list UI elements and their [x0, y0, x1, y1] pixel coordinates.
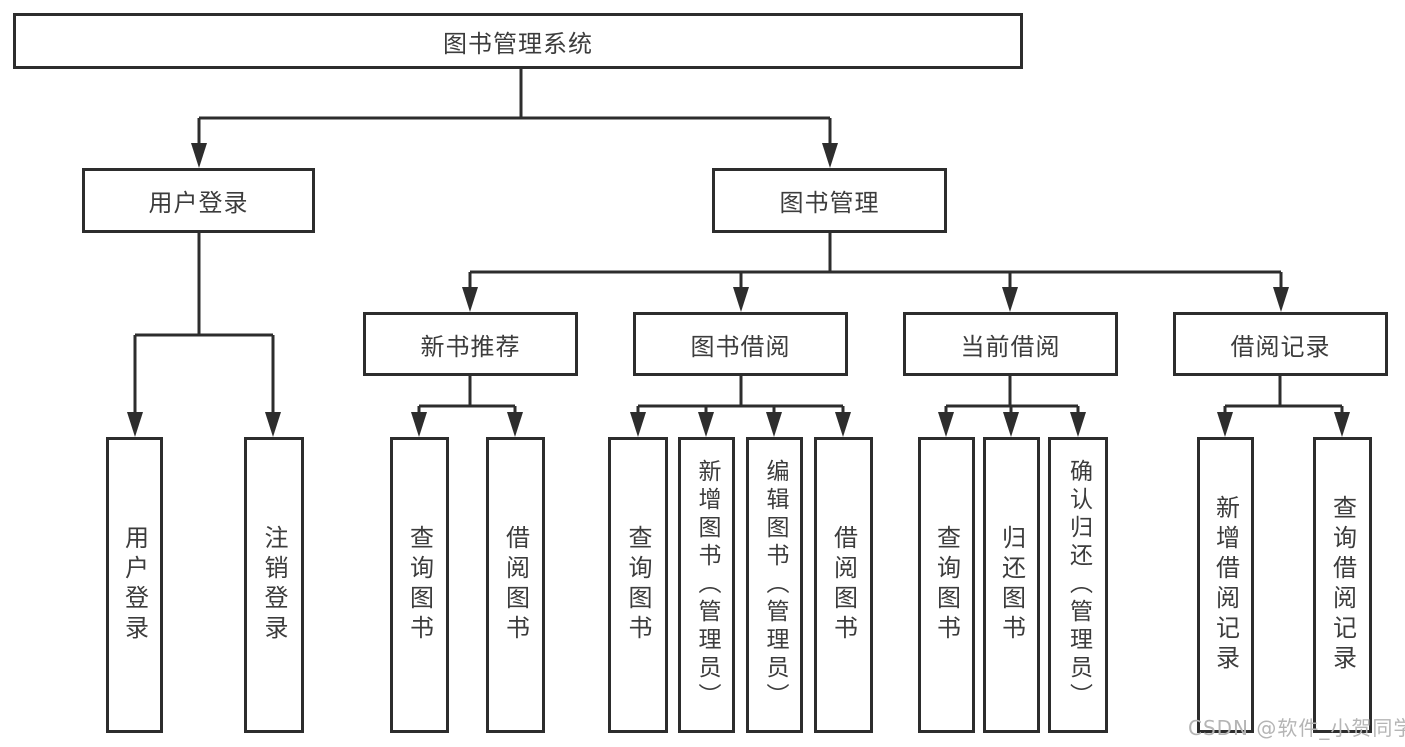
leaf-confirm-return-admin: 确认归还（管理员） [1048, 437, 1108, 733]
node-new-book-recommend: 新书推荐 [363, 312, 578, 376]
arrowhead-down-icon [733, 287, 749, 312]
node-label: 编辑图书（管理员） [762, 459, 788, 711]
node-label: 当前借阅 [960, 332, 1061, 361]
node-current-borrowing: 当前借阅 [903, 312, 1118, 376]
arrowhead-down-icon [630, 412, 646, 437]
node-book-borrowing: 图书借阅 [633, 312, 848, 376]
arrowhead-down-icon [507, 412, 523, 437]
node-label: 新增图书（管理员） [694, 459, 720, 711]
arrowhead-down-icon [127, 412, 143, 437]
arrowhead-down-icon [191, 143, 207, 168]
leaf-query-borrow-record: 查询借阅记录 [1313, 437, 1372, 733]
node-label: 借阅图书 [829, 525, 858, 645]
arrowhead-down-icon [1002, 287, 1018, 312]
arrowhead-down-icon [1217, 412, 1233, 437]
node-label: 用户登录 [120, 525, 149, 645]
node-borrowing-records: 借阅记录 [1173, 312, 1388, 376]
arrowhead-down-icon [822, 143, 838, 168]
arrowhead-down-icon [835, 412, 851, 437]
arrowhead-down-icon [411, 412, 427, 437]
node-label: 查询图书 [932, 525, 961, 645]
arrowhead-down-icon [1070, 412, 1086, 437]
node-label: 注销登录 [260, 525, 288, 645]
node-label: 借阅图书 [501, 525, 530, 645]
node-label: 确认归还（管理员） [1065, 459, 1092, 711]
leaf-borrow-books-2: 借阅图书 [814, 437, 873, 733]
node-label: 新书推荐 [420, 332, 521, 361]
node-label: 新增借阅记录 [1211, 495, 1240, 675]
leaf-logout: 注销登录 [244, 437, 304, 733]
node-label: 图书管理 [779, 189, 880, 217]
node-label: 查询图书 [624, 525, 652, 645]
leaf-add-books-admin: 新增图书（管理员） [678, 437, 735, 733]
node-library-management-system: 图书管理系统 [13, 13, 1023, 69]
leaf-edit-books-admin: 编辑图书（管理员） [746, 437, 803, 733]
leaf-add-borrow-record: 新增借阅记录 [1197, 437, 1254, 733]
node-book-management: 图书管理 [712, 168, 947, 233]
leaf-query-books-2: 查询图书 [608, 437, 668, 733]
leaf-borrow-books-1: 借阅图书 [486, 437, 545, 733]
node-label: 归还图书 [997, 525, 1026, 645]
arrowhead-down-icon [1003, 412, 1019, 437]
node-label: 查询借阅记录 [1328, 495, 1357, 675]
arrowhead-down-icon [698, 412, 714, 437]
leaf-return-books: 归还图书 [983, 437, 1040, 733]
leaf-user-login: 用户登录 [106, 437, 163, 733]
arrowhead-down-icon [265, 412, 281, 437]
csdn-watermark: CSDN @软件_小贺同学 [1188, 716, 1405, 740]
node-label: 查询图书 [405, 525, 434, 645]
node-label: 用户登录 [148, 189, 249, 217]
arrowhead-down-icon [938, 412, 954, 437]
node-user-login: 用户登录 [82, 168, 315, 233]
arrowhead-down-icon [1334, 412, 1350, 437]
node-label: 图书管理系统 [443, 29, 593, 58]
arrowhead-down-icon [462, 287, 478, 312]
arrowhead-down-icon [1273, 287, 1289, 312]
leaf-query-books-3: 查询图书 [918, 437, 975, 733]
leaf-query-books-1: 查询图书 [390, 437, 449, 733]
node-label: 借阅记录 [1230, 332, 1331, 361]
arrowhead-down-icon [766, 412, 782, 437]
node-label: 图书借阅 [690, 332, 791, 361]
